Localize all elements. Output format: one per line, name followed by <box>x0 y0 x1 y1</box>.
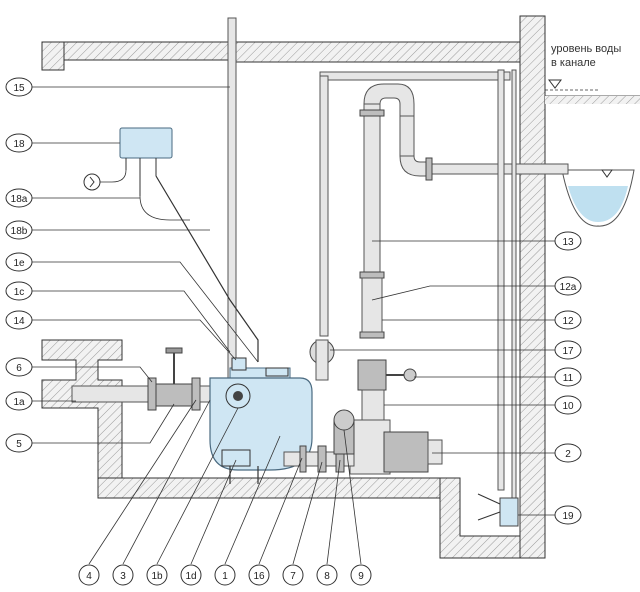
discharge-pipework <box>319 69 569 511</box>
label-2: 2 <box>565 449 571 460</box>
water-level-annotation: уровень воды в канале <box>545 43 621 91</box>
label-1e: 1e <box>13 258 25 269</box>
label-4: 4 <box>86 571 92 582</box>
sump-pump <box>477 493 519 527</box>
label-8: 8 <box>324 571 330 582</box>
pump-outlet <box>283 339 443 473</box>
floor-slab <box>97 477 461 499</box>
roof-slab <box>41 15 546 63</box>
leader-lines <box>32 86 556 565</box>
label-9: 9 <box>358 571 364 582</box>
label-1a: 1a <box>13 397 25 408</box>
building-structure <box>41 15 640 559</box>
label-7: 7 <box>290 571 296 582</box>
label-12: 12 <box>562 316 574 327</box>
label-16: 16 <box>253 571 265 582</box>
label-1c: 1c <box>14 287 25 298</box>
label-6: 6 <box>16 363 22 374</box>
left-wall-upper <box>41 41 65 71</box>
label-10: 10 <box>562 401 574 412</box>
label-5: 5 <box>16 439 22 450</box>
label-18b: 18b <box>11 226 28 237</box>
label-3: 3 <box>120 571 126 582</box>
bottom-callouts: 4 3 1b 1d 1 16 7 8 9 <box>78 564 372 586</box>
right-wall <box>519 15 546 559</box>
channel <box>561 169 635 227</box>
power-supply-icon <box>83 173 101 191</box>
label-18a: 18a <box>11 194 28 205</box>
label-12a: 12a <box>560 282 577 293</box>
water-level-triangle-icon <box>548 79 562 89</box>
right-callouts: 13 12a 12 17 11 10 2 19 <box>554 231 582 525</box>
label-1b: 1b <box>151 571 163 582</box>
sump-pit <box>439 477 521 559</box>
water-level-text-line1: уровень воды <box>551 43 621 55</box>
label-13: 13 <box>562 237 574 248</box>
channel-water-triangle-icon <box>601 169 613 178</box>
left-callouts: 15 18 18a 18b 1e 1c 14 6 1a 5 <box>5 77 33 453</box>
label-1d: 1d <box>185 571 196 582</box>
label-19: 19 <box>562 511 574 522</box>
label-15: 15 <box>13 83 25 94</box>
label-11: 11 <box>563 373 574 384</box>
label-1: 1 <box>222 571 228 582</box>
control-unit <box>83 127 259 362</box>
water-level-text-line2: в канале <box>551 57 596 69</box>
vent-pipe <box>227 17 237 379</box>
label-17: 17 <box>562 346 574 357</box>
label-18: 18 <box>13 139 25 150</box>
label-14: 14 <box>13 316 25 327</box>
